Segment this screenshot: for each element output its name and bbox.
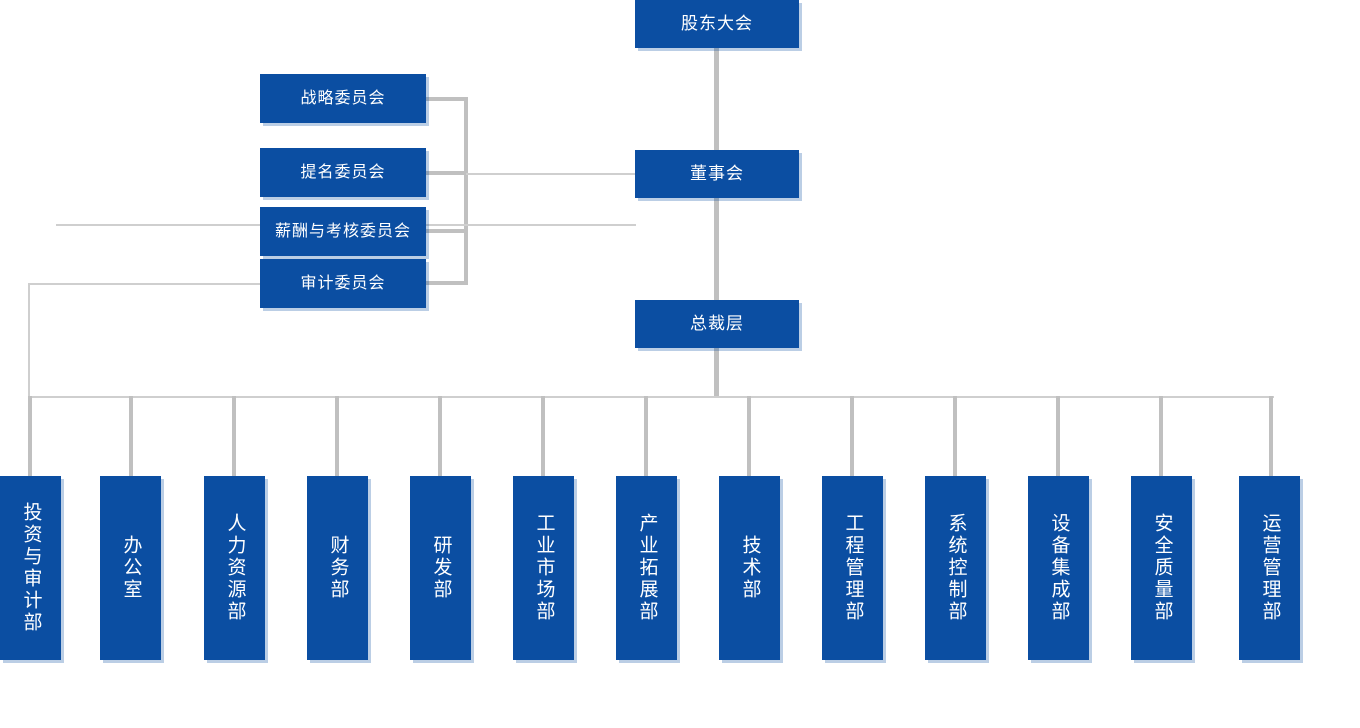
node-dept-research-development[interactable]: 研发部 xyxy=(410,476,471,660)
node-dept-equipment-integration[interactable]: 设备集成部 xyxy=(1028,476,1089,660)
connector-dept-stem xyxy=(1159,396,1163,478)
connector-dept-stem xyxy=(438,396,442,478)
node-audit-committee[interactable]: 审计委员会 xyxy=(260,259,426,308)
connector-compensation-line-right xyxy=(424,224,636,226)
connector-president-to-bus xyxy=(714,348,719,398)
node-dept-safety-quality[interactable]: 安全质量部 xyxy=(1131,476,1192,660)
node-label: 人力资源部 xyxy=(224,513,246,623)
connector-compensation-line-left xyxy=(56,224,262,226)
node-label: 产业拓展部 xyxy=(636,513,658,623)
node-dept-human-resources[interactable]: 人力资源部 xyxy=(204,476,265,660)
node-dept-industry-expansion[interactable]: 产业拓展部 xyxy=(616,476,677,660)
node-label: 提名委员会 xyxy=(300,163,386,181)
node-label: 工业市场部 xyxy=(533,513,555,623)
connector-dept-stem xyxy=(1269,396,1273,478)
node-label: 投资与审计部 xyxy=(20,502,42,634)
node-label: 薪酬与考核委员会 xyxy=(274,222,411,240)
connector-dept-stem xyxy=(644,396,648,478)
connector-dept-stem xyxy=(335,396,339,478)
connector-shareholders-to-board xyxy=(714,48,719,150)
connector-committee-bus xyxy=(464,97,468,285)
connector-audit-line-vertical xyxy=(28,283,30,397)
connector-dept-stem xyxy=(953,396,957,478)
node-label: 财务部 xyxy=(327,535,349,601)
node-label: 运营管理部 xyxy=(1259,513,1281,623)
node-label: 工程管理部 xyxy=(842,513,864,623)
connector-dept-stem xyxy=(232,396,236,478)
node-dept-industrial-market[interactable]: 工业市场部 xyxy=(513,476,574,660)
connector-committee-stub-strategy xyxy=(424,97,466,101)
node-dept-finance[interactable]: 财务部 xyxy=(307,476,368,660)
connector-department-bus xyxy=(28,396,1274,398)
node-compensation-assessment-committee[interactable]: 薪酬与考核委员会 xyxy=(260,207,426,256)
connector-dept-stem xyxy=(541,396,545,478)
node-label: 审计委员会 xyxy=(300,274,386,292)
connector-board-to-president xyxy=(714,198,719,300)
connector-committee-to-board xyxy=(466,173,636,175)
node-label: 股东大会 xyxy=(681,13,753,33)
connector-dept-stem xyxy=(850,396,854,478)
node-nomination-committee[interactable]: 提名委员会 xyxy=(260,148,426,197)
node-dept-operations-management[interactable]: 运营管理部 xyxy=(1239,476,1300,660)
connector-committee-stub-nomination xyxy=(424,171,466,175)
node-label: 战略委员会 xyxy=(300,89,386,107)
node-label: 办公室 xyxy=(120,535,142,601)
node-president-level[interactable]: 总裁层 xyxy=(635,300,799,348)
node-board-of-directors[interactable]: 董事会 xyxy=(635,150,799,198)
node-label: 董事会 xyxy=(690,163,744,183)
node-dept-office[interactable]: 办公室 xyxy=(100,476,161,660)
node-label: 系统控制部 xyxy=(945,513,967,623)
node-label: 设备集成部 xyxy=(1048,513,1070,623)
connector-audit-line-horizontal xyxy=(28,283,262,285)
connector-committee-stub-audit xyxy=(424,281,466,285)
connector-dept-stem xyxy=(28,396,32,478)
node-strategy-committee[interactable]: 战略委员会 xyxy=(260,74,426,123)
node-dept-technology[interactable]: 技术部 xyxy=(719,476,780,660)
connector-dept-stem xyxy=(747,396,751,478)
connector-committee-stub-compensation xyxy=(424,229,466,233)
node-label: 安全质量部 xyxy=(1151,513,1173,623)
node-dept-system-control[interactable]: 系统控制部 xyxy=(925,476,986,660)
node-label: 技术部 xyxy=(739,535,761,601)
node-shareholders-meeting[interactable]: 股东大会 xyxy=(635,0,799,48)
node-label: 研发部 xyxy=(430,535,452,601)
node-label: 总裁层 xyxy=(690,313,744,333)
connector-dept-stem xyxy=(1056,396,1060,478)
node-dept-engineering-management[interactable]: 工程管理部 xyxy=(822,476,883,660)
connector-dept-stem xyxy=(129,396,133,478)
node-dept-investment-audit[interactable]: 投资与审计部 xyxy=(0,476,61,660)
